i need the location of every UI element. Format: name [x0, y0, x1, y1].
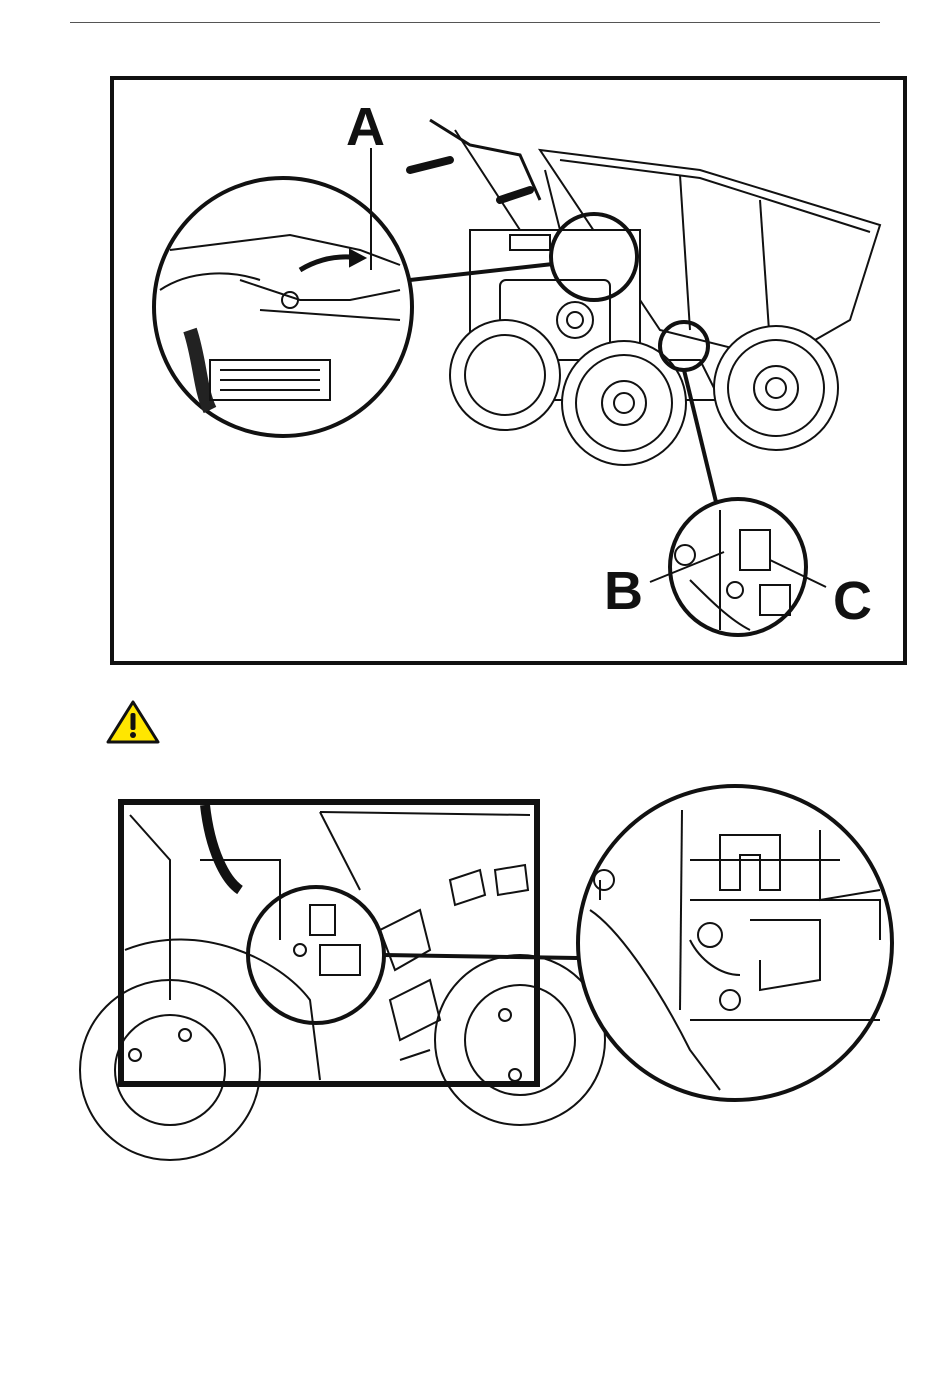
latch-zoom-circle	[578, 786, 892, 1100]
hopper-latch-drawing	[80, 805, 605, 1160]
